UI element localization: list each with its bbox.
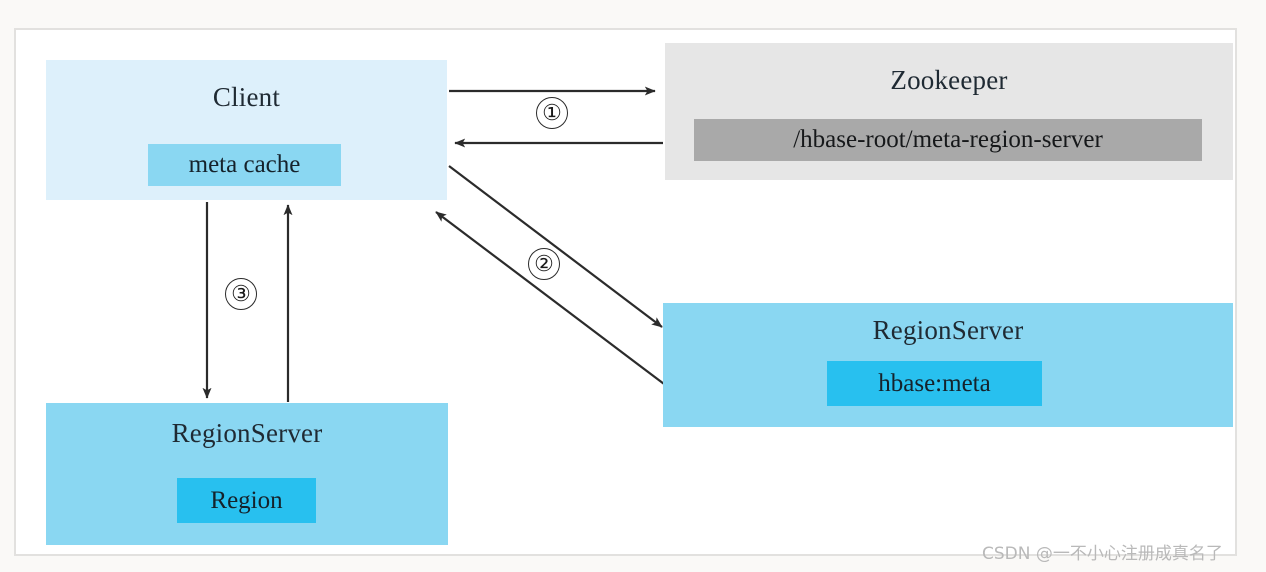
node-regionserver-region[interactable]: RegionServer Region (46, 403, 448, 545)
node-zookeeper[interactable]: Zookeeper /hbase-root/meta-region-server (665, 43, 1233, 180)
regionserver-region-title: RegionServer (171, 418, 323, 448)
zookeeper-znode-path-chip[interactable]: /hbase-root/meta-region-server (694, 119, 1202, 161)
csdn-watermark: CSDN @一不小心注册成真名了 (982, 544, 1223, 564)
step-badge-2: ② (528, 248, 560, 280)
regionserver-meta-title: RegionServer (872, 315, 1024, 345)
regionserver-hbase-meta-chip[interactable]: hbase:meta (827, 361, 1042, 406)
regionserver-region-chip[interactable]: Region (177, 478, 316, 523)
node-client[interactable]: Client meta cache (46, 60, 447, 200)
node-regionserver-meta[interactable]: RegionServer hbase:meta (663, 303, 1233, 427)
client-meta-cache-chip[interactable]: meta cache (148, 144, 341, 186)
zookeeper-title: Zookeeper (890, 65, 1008, 95)
step-badge-3: ③ (225, 278, 257, 310)
client-title: Client (212, 82, 281, 112)
step-badge-1: ① (536, 97, 568, 129)
